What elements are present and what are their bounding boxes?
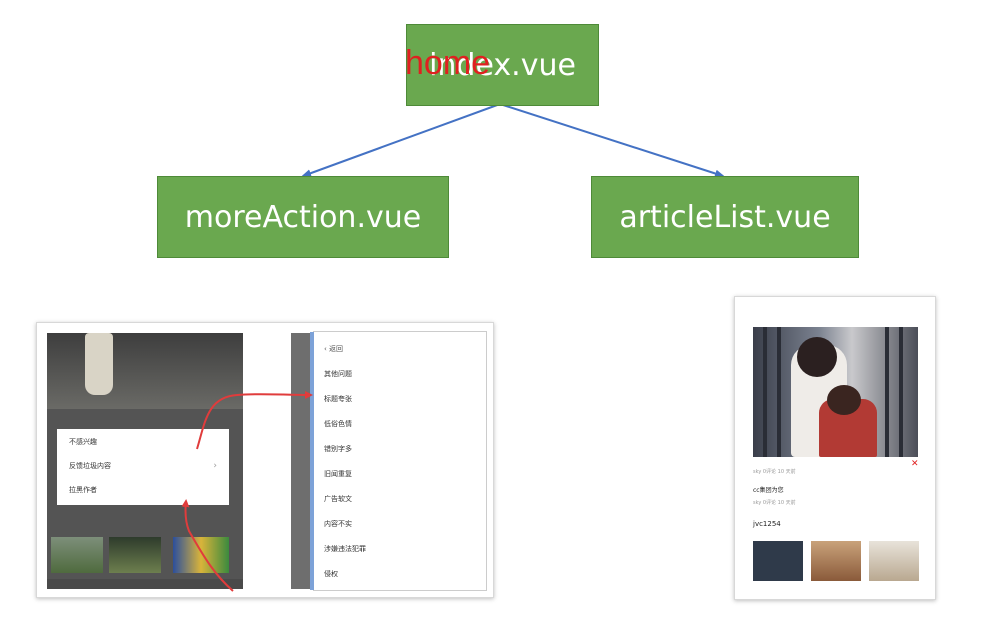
reason-item[interactable]: 错别字多 [324,445,352,453]
arrow-menu-to-panel [196,390,313,450]
reason-item[interactable]: 低俗色情 [324,420,352,428]
article-title[interactable]: jvc1254 [753,520,781,528]
reason-item[interactable]: 其他问题 [324,370,352,378]
edge-index-to-articlelist [499,103,725,178]
node-articlelist-vue: articleList.vue [591,176,859,258]
overlay-home-label: home [405,44,491,82]
node-index-vue: index.vue [406,24,599,106]
arrow-bottom-to-menu [181,499,234,592]
reason-item[interactable]: 标题夸张 [324,395,352,403]
back-label: 返回 [329,345,344,353]
close-icon[interactable]: ✕ [911,459,919,469]
menu-item-report-content[interactable]: 反馈垃圾内容 [69,462,111,470]
reason-item[interactable]: 侵权 [324,570,338,578]
reason-item[interactable]: 内容不实 [324,520,352,528]
thumbnail-image [869,541,919,581]
report-reason-panel: ‹ 返回 其他问题 标题夸张 低俗色情 错别字多 旧闻重复 广告软文 内容不实 … [310,331,487,591]
background-photo [47,333,243,409]
article-meta: sky 0评论 10 天前 [753,500,796,506]
bottom-strip [47,579,243,589]
window-bar [885,327,889,457]
window-bar [763,327,767,457]
thumbnail-image [173,537,229,573]
figure-hair [827,385,861,415]
window-bar [899,327,903,457]
panel-edge [310,332,314,590]
dimmed-phone-screen: 不感兴趣 反馈垃圾内容 › 拉黑作者 [47,333,243,589]
reason-item[interactable]: 旧闻重复 [324,470,352,478]
moreaction-screenshot: 不感兴趣 反馈垃圾内容 › 拉黑作者 ‹ 返回 其他问题 标题夸张 低俗色情 错… [36,322,494,598]
article-meta: sky 0评论 10 天前 [753,469,796,475]
thumbnail-image [753,541,803,581]
thumbnail-image [811,541,861,581]
article-cover-illustration [753,327,918,457]
thumbnail-image [51,537,103,573]
menu-item-not-interested[interactable]: 不感兴趣 [69,438,97,446]
node-moreaction-label: moreAction.vue [184,199,422,235]
edge-index-to-moreaction [301,103,501,178]
node-moreaction-vue: moreAction.vue [157,176,449,258]
annotation-arrows [181,390,313,592]
menu-item-block-author[interactable]: 拉黑作者 [69,486,97,494]
article-title[interactable]: cc集团为您 [753,487,784,494]
node-index-label: index.vue [429,47,576,83]
chevron-right-icon: › [213,461,217,471]
reason-item[interactable]: 广告软文 [324,495,352,503]
back-button[interactable]: ‹ 返回 [324,344,343,354]
figure-hair [797,337,837,377]
more-action-popup: 不感兴趣 反馈垃圾内容 › 拉黑作者 [57,429,229,505]
back-chevron-icon: ‹ [324,345,330,353]
node-articlelist-label: articleList.vue [619,199,831,235]
articlelist-screenshot: sky 0评论 10 天前 ✕ cc集团为您 sky 0评论 10 天前 jvc… [734,296,936,600]
window-bar [777,327,781,457]
reason-item[interactable]: 涉嫌违法犯罪 [324,545,366,553]
photo-figure [85,333,113,395]
thumbnail-image [109,537,161,573]
